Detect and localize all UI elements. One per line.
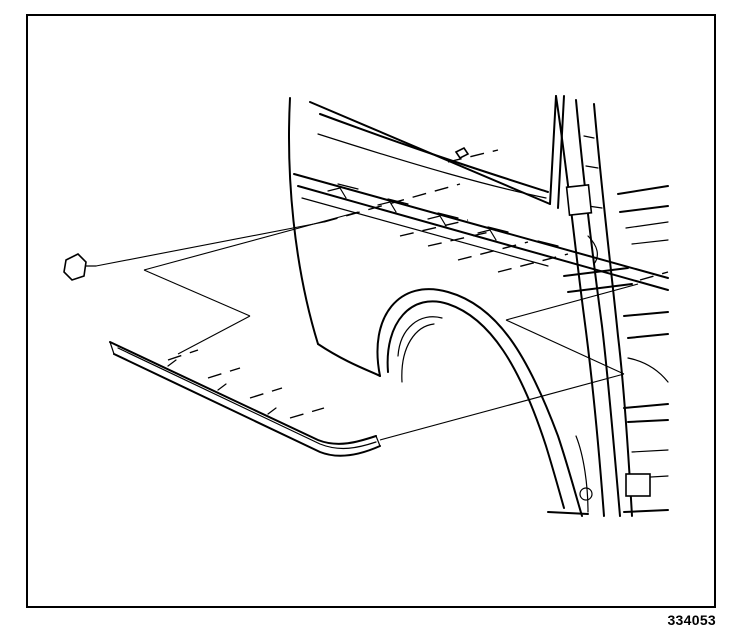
quarter-panel: [288, 95, 565, 377]
diagram-frame: [26, 14, 716, 608]
wheelhouse-molding-icon: [109, 341, 381, 457]
wheel-opening: [376, 288, 583, 517]
sill-flange: [293, 173, 669, 291]
push-pin-retainer-icon: [63, 146, 470, 281]
door-pillar: [547, 95, 633, 517]
floor-structure: [617, 185, 669, 513]
alignment-dashes: [167, 149, 669, 419]
figure-number: 334053: [667, 612, 716, 628]
body-side-panel-icon: [63, 95, 669, 517]
leader-lines: [95, 211, 639, 441]
